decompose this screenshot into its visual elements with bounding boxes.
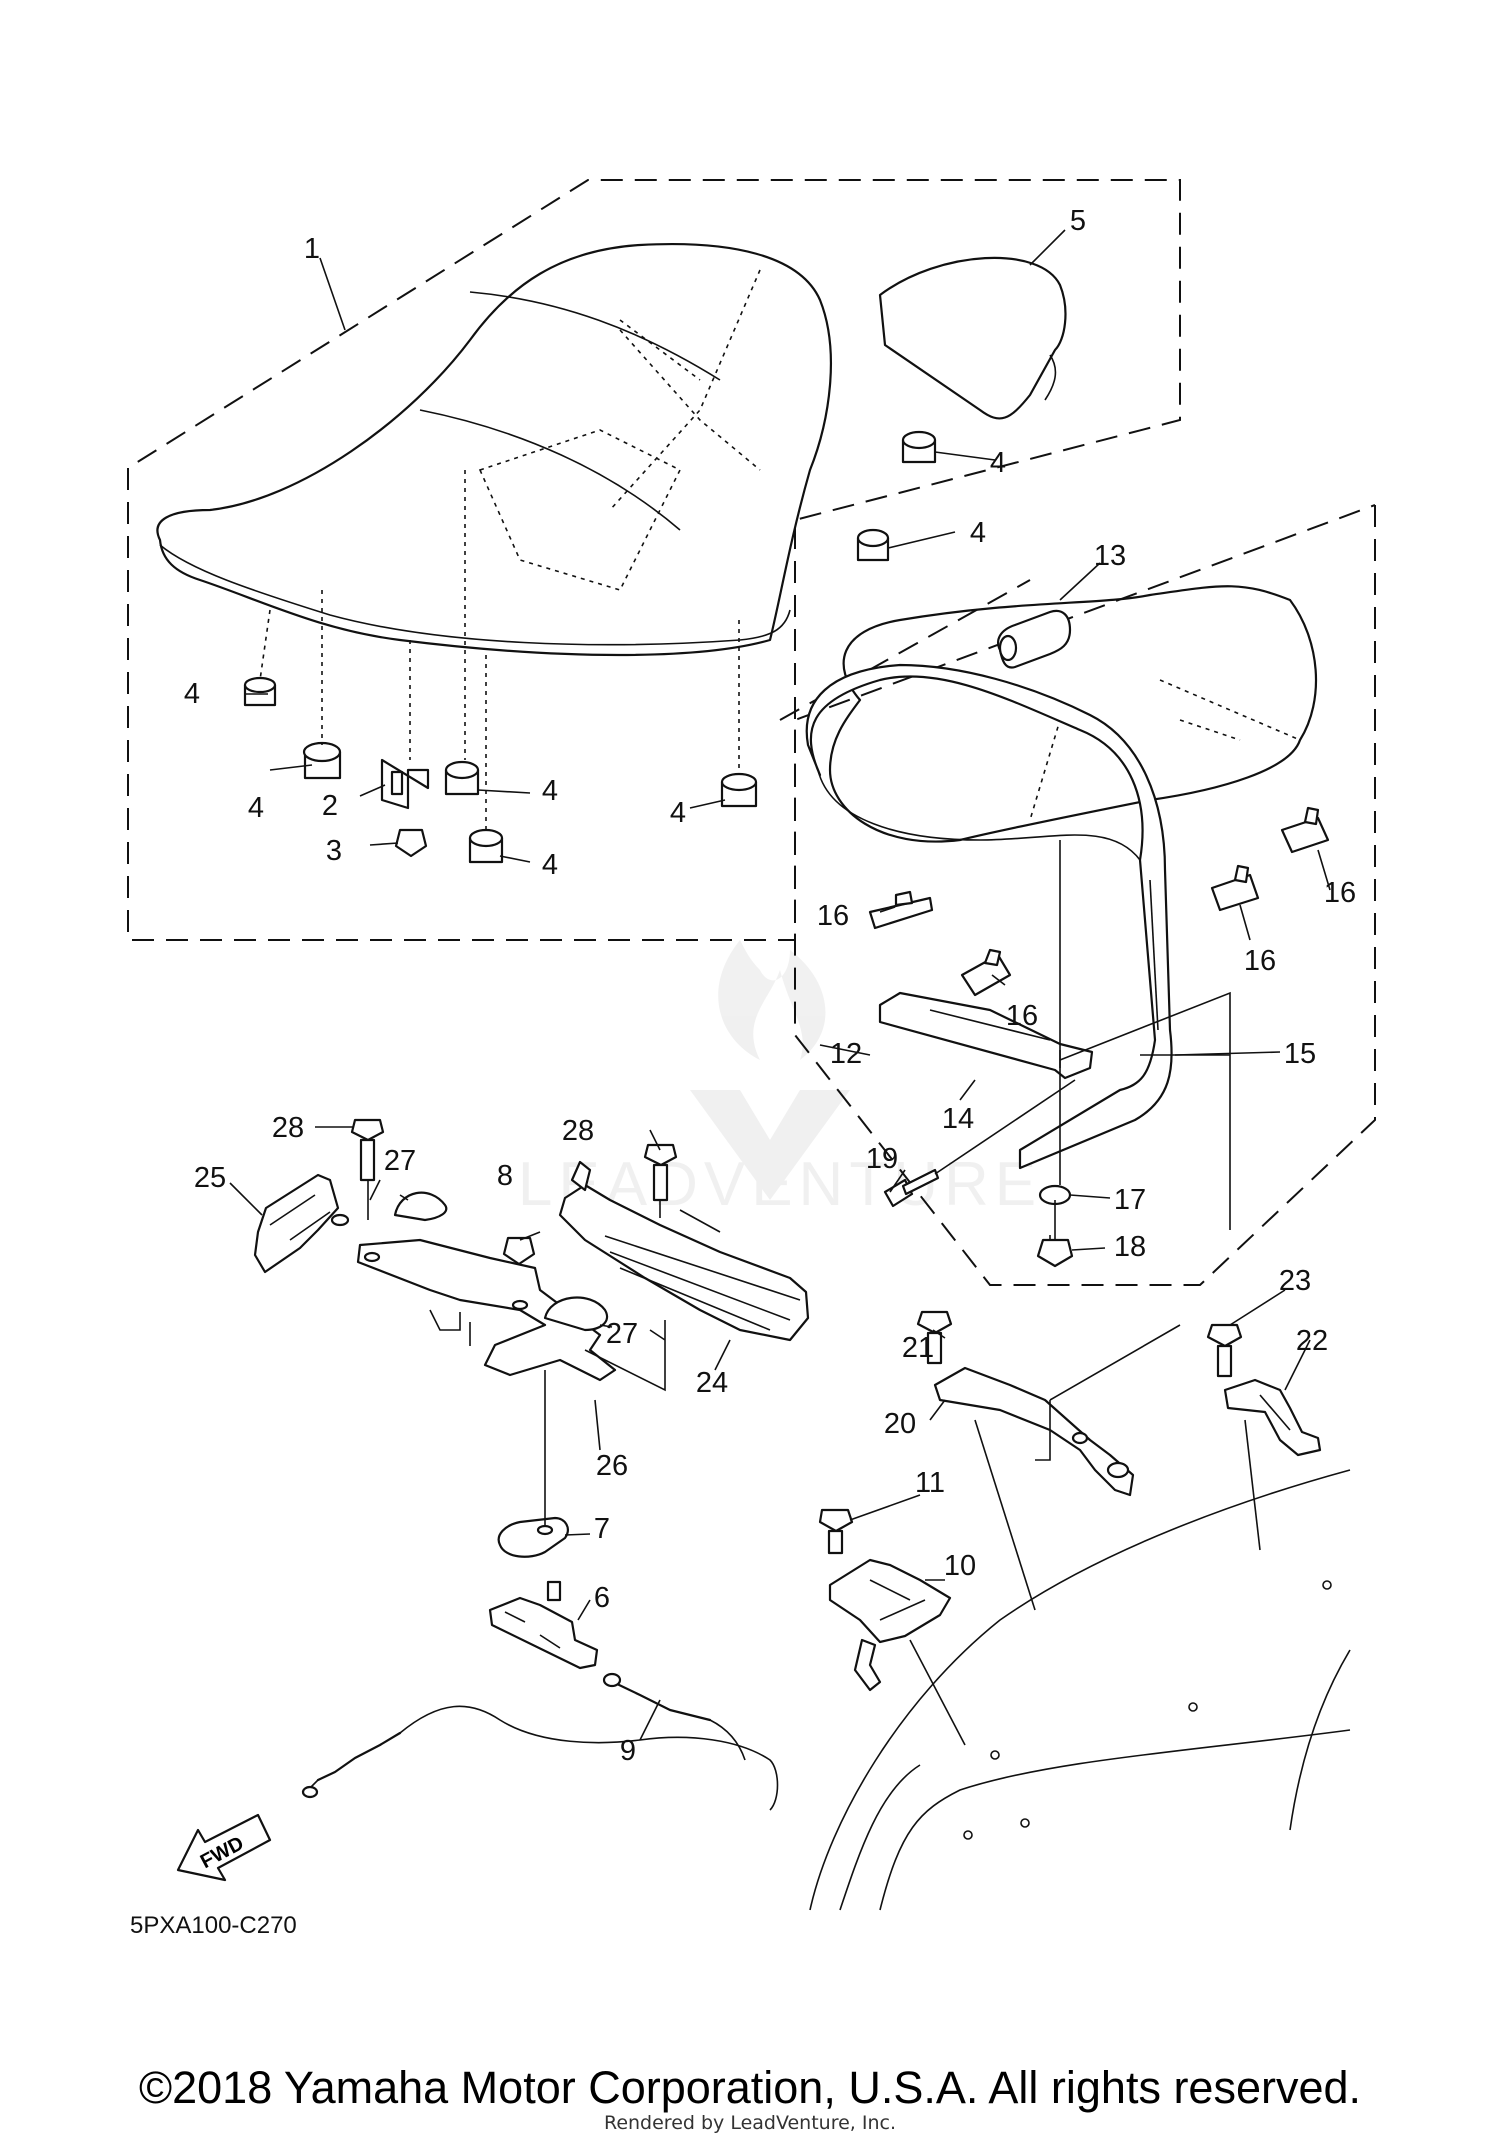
callout-4d: 4 (248, 792, 264, 824)
clip-16b (960, 948, 1012, 997)
seat-pad (878, 256, 1067, 420)
callout-20: 20 (884, 1408, 916, 1440)
left-bracket (253, 1173, 350, 1274)
callout-4b: 4 (970, 517, 986, 549)
footrest (558, 1160, 810, 1342)
bolt-28-left (350, 1118, 385, 1182)
callout-4c: 4 (184, 678, 200, 710)
bolt-28-right (643, 1143, 678, 1202)
mount-bolt (916, 1310, 953, 1365)
rear-fender (809, 1469, 1351, 1911)
callout-16b: 16 (1006, 1000, 1038, 1032)
damper-4b (856, 528, 890, 562)
fwd-arrow-icon: FWD (176, 1813, 272, 1882)
damper-4a (901, 430, 937, 464)
latch-bracket (828, 1558, 952, 1692)
damper-4c (243, 676, 277, 707)
bracket-bolt (818, 1508, 854, 1555)
callout-5: 5 (1070, 205, 1086, 237)
clip-16c (1210, 864, 1260, 912)
callout-21: 21 (902, 1332, 934, 1364)
callout-14: 14 (942, 1103, 974, 1135)
callout-27b: 27 (606, 1318, 638, 1350)
seat-bracket (380, 758, 430, 810)
leader-lines (229, 229, 1331, 1741)
bracket-nut (502, 1236, 536, 1266)
backrest-nut (1036, 1238, 1074, 1268)
seat-mount-bracket (933, 1366, 1135, 1497)
damper-4f (468, 828, 504, 864)
callout-28a: 28 (272, 1112, 304, 1144)
callout-labels: 1 2 3 4 4 4 4 4 4 4 4 5 6 7 8 9 10 11 12… (184, 205, 1356, 1767)
callout-24: 24 (696, 1367, 728, 1399)
callout-26: 26 (596, 1450, 628, 1482)
release-cable (301, 1672, 779, 1811)
callout-27a: 27 (384, 1145, 416, 1177)
callout-4a: 4 (990, 447, 1006, 479)
flange-nut (394, 828, 428, 858)
callout-28b: 28 (562, 1115, 594, 1147)
callout-19: 19 (866, 1143, 898, 1175)
callout-6: 6 (594, 1582, 610, 1614)
callout-23: 23 (1279, 1265, 1311, 1297)
diagram-code: 5PXA100-C270 (130, 1912, 297, 1939)
callout-15: 15 (1284, 1038, 1316, 1070)
damper-4g (720, 772, 758, 808)
backrest-bolt (883, 1079, 1076, 1208)
clip-16d (1280, 806, 1330, 854)
callout-16a: 16 (817, 900, 849, 932)
leadventure-watermark: LEADVENTURE (518, 940, 1036, 1219)
callout-4e: 4 (542, 775, 558, 807)
callout-18: 18 (1114, 1231, 1146, 1263)
backrest (805, 663, 1173, 1170)
callout-7: 7 (594, 1513, 610, 1545)
copyright-notice: ©2018 Yamaha Motor Corporation, U.S.A. A… (138, 2062, 1362, 2113)
rendered-by-note: Rendered by LeadVenture, Inc. (603, 2112, 897, 2134)
latch-plate (497, 1516, 569, 1558)
seat-bracket-plate (356, 1238, 617, 1382)
seat-assembly-boundary (127, 179, 1181, 941)
callout-22: 22 (1296, 1325, 1328, 1357)
grip-pad (997, 609, 1072, 669)
callout-16c: 16 (1244, 945, 1276, 977)
clip-16a (868, 890, 934, 930)
callout-17: 17 (1114, 1184, 1146, 1216)
damper-4d (302, 741, 342, 780)
callout-12: 12 (830, 1038, 862, 1070)
callout-11: 11 (915, 1467, 945, 1499)
callout-10: 10 (944, 1550, 976, 1582)
callout-8: 8 (497, 1160, 513, 1192)
callout-9: 9 (620, 1735, 636, 1767)
callout-1: 1 (304, 233, 320, 265)
main-seat (156, 242, 832, 657)
callout-25: 25 (194, 1162, 226, 1194)
callout-3: 3 (326, 835, 342, 867)
callout-13: 13 (1094, 540, 1126, 572)
callout-4f: 4 (542, 849, 558, 881)
callout-4g: 4 (670, 797, 686, 829)
callout-2: 2 (322, 790, 338, 822)
grab-handle (1223, 1378, 1322, 1457)
rubber-pad-lower (543, 1296, 609, 1332)
handle-bolt (1206, 1323, 1243, 1378)
damper-4e (444, 760, 480, 796)
backrest-assembly-boundary (794, 504, 1376, 1286)
callout-16d: 16 (1324, 877, 1356, 909)
seat-latch (488, 1580, 599, 1670)
